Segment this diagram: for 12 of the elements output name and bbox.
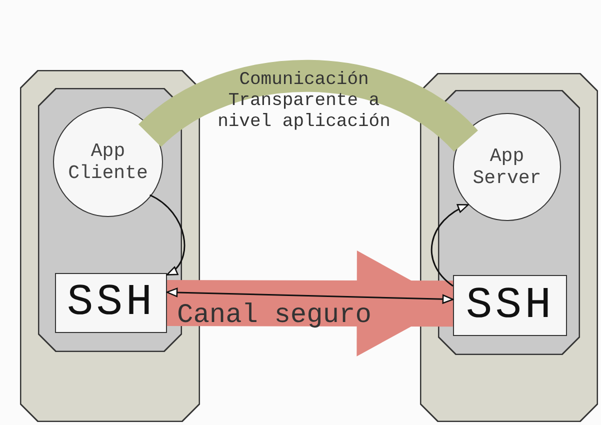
connector-arrow — [149, 194, 186, 276]
ssh-label: SSH — [66, 279, 156, 327]
wide-arrow — [166, 250, 454, 356]
ssh-label: SSH — [466, 282, 554, 330]
connector-arrow — [430, 204, 469, 287]
connector-arrow — [166, 288, 454, 304]
curved-band — [139, 60, 477, 153]
ssh-box — [453, 275, 567, 336]
app-label: App Cliente — [67, 140, 149, 184]
edge-label: Canal seguro — [177, 301, 372, 331]
app-label: App Server — [472, 145, 542, 189]
ssh-box — [55, 273, 167, 333]
